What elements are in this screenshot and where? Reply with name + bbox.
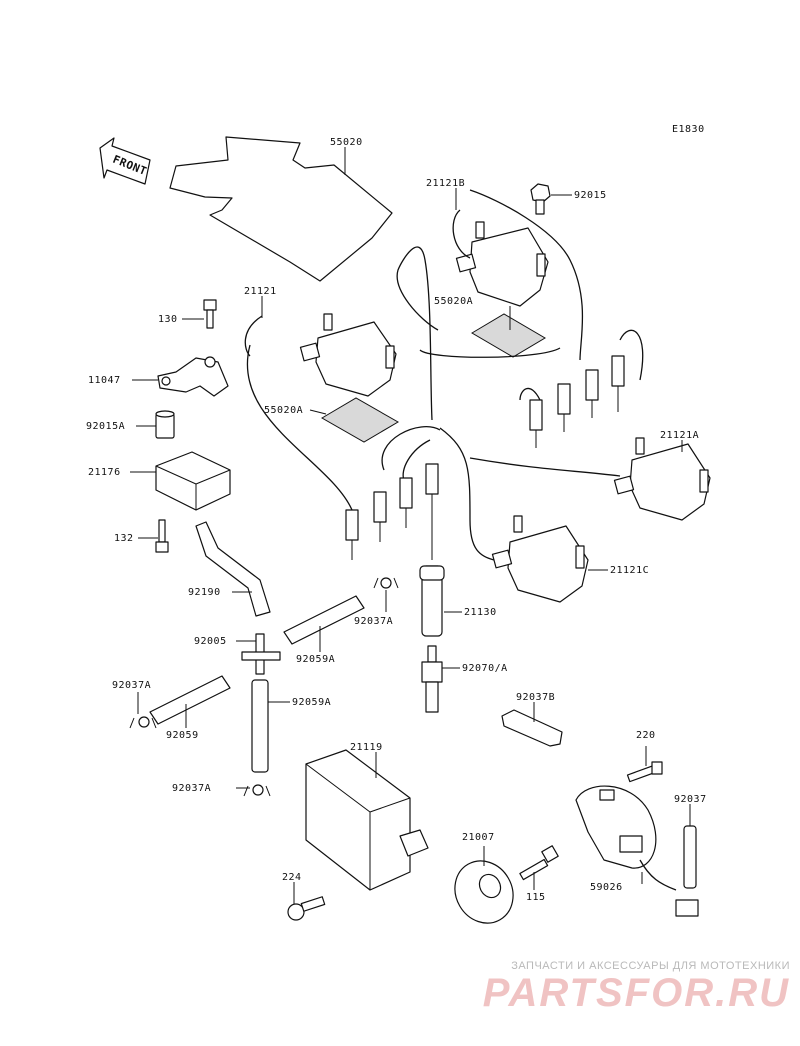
part-label-21121c: 21121C [610, 565, 649, 576]
plug-cap-21130 [419, 565, 445, 637]
rotor-21007 [454, 860, 514, 924]
part-label-92037a-left: 92037A [112, 680, 151, 691]
pad-55020a-upper [471, 313, 546, 358]
nut-92015 [530, 183, 551, 215]
part-label-92059a-upper: 92059A [296, 654, 335, 665]
watermark-logo: PARTSFOR.RU [482, 971, 790, 1015]
part-label-21007: 21007 [462, 832, 495, 843]
part-label-92059: 92059 [166, 730, 199, 741]
part-label-92015a: 92015A [86, 421, 125, 432]
collar-92015a [155, 410, 175, 439]
part-label-21176: 21176 [88, 467, 121, 478]
bolt-130 [203, 299, 217, 329]
part-label-92190: 92190 [188, 587, 221, 598]
strap-92037b [501, 709, 563, 747]
hose-92190 [195, 521, 271, 617]
part-label-11047: 11047 [88, 375, 121, 386]
bracket-11047 [157, 356, 229, 397]
mat-55020 [169, 136, 393, 282]
screw-224 [287, 896, 326, 921]
part-label-92059a-lower: 92059A [292, 697, 331, 708]
watermark-caption: ЗАПЧАСТИ И АКСЕССУАРЫ ДЛЯ МОТОТЕХНИКИ [511, 960, 790, 972]
module-21176 [155, 451, 231, 511]
part-label-92005: 92005 [194, 636, 227, 647]
part-label-21130: 21130 [464, 607, 497, 618]
part-label-55020: 55020 [330, 137, 363, 148]
part-label-92037: 92037 [674, 794, 707, 805]
part-label-132: 132 [114, 533, 134, 544]
bolt-115 [519, 845, 559, 881]
part-label-21121: 21121 [244, 286, 277, 297]
part-label-224: 224 [282, 872, 302, 883]
part-label-130: 130 [158, 314, 178, 325]
spark-plug-92070a [421, 645, 443, 713]
ignition-coil-21121a [613, 437, 711, 521]
part-label-21121a: 21121A [660, 430, 699, 441]
tube-92059a-upper [283, 595, 365, 645]
clamp-92037a-bottom [243, 784, 271, 797]
clamp-92037a-left [129, 716, 157, 729]
part-label-55020a-lower: 55020A [264, 405, 303, 416]
part-label-92037a-right: 92037A [354, 616, 393, 627]
part-label-115: 115 [526, 892, 546, 903]
part-label-21121b: 21121B [426, 178, 465, 189]
site-watermark: ЗАПЧАСТИ И АКСЕССУАРЫ ДЛЯ МОТОТЕХНИКИ PA… [483, 960, 790, 1014]
pad-55020a-lower [321, 397, 399, 443]
part-label-55020a-upper: 55020A [434, 296, 473, 307]
tube-92059 [149, 675, 231, 725]
pickup-59026 [575, 785, 699, 917]
diagram-code: E1830 [672, 124, 705, 135]
spark-plug-leads [246, 189, 644, 560]
part-label-92015: 92015 [574, 190, 607, 201]
part-label-92037a-bottom: 92037A [172, 783, 211, 794]
tube-92059a-lower [251, 679, 269, 773]
part-label-92070a: 92070/A [462, 663, 508, 674]
part-label-220: 220 [636, 730, 656, 741]
clamp-92037a-right [373, 577, 399, 589]
bolt-132 [155, 519, 169, 553]
front-arrow: FRONT [99, 137, 151, 185]
ignition-coil-21121c [491, 515, 589, 603]
part-label-92037b: 92037B [516, 692, 555, 703]
control-unit-21119 [305, 749, 429, 891]
ignition-coil-21121 [299, 313, 397, 397]
joint-92005 [241, 633, 281, 675]
screw-220 [626, 761, 663, 783]
part-label-59026: 59026 [590, 882, 623, 893]
tie-92037 [683, 825, 697, 889]
part-label-21119: 21119 [350, 742, 383, 753]
ignition-coil-21121b [455, 221, 549, 307]
